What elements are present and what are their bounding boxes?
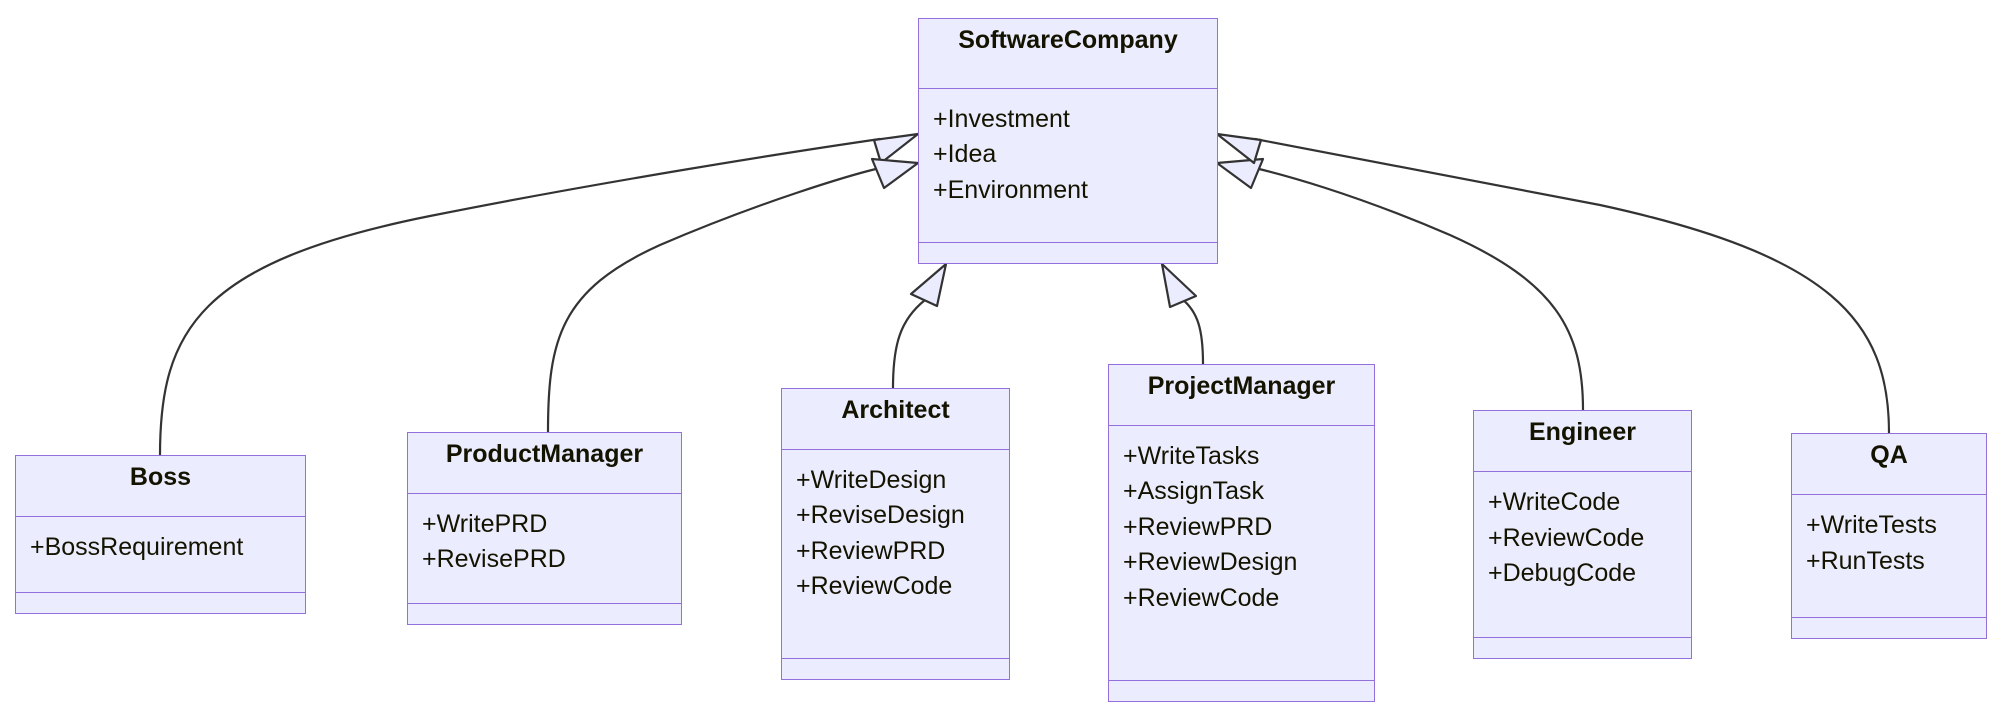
- class-name-architect: Architect: [782, 389, 1009, 450]
- class-methods-project-manager: [1109, 681, 1374, 701]
- class-attributes-qa: +WriteTests +RunTests: [1792, 495, 1986, 618]
- class-member: +ReviseDesign: [796, 501, 965, 530]
- class-box-engineer[interactable]: Engineer +WriteCode +ReviewCode +DebugCode: [1473, 410, 1692, 659]
- class-member: +BossRequirement: [30, 532, 244, 561]
- class-member: +ReviewPRD: [796, 536, 946, 565]
- class-member: +WriteDesign: [796, 465, 947, 494]
- class-member: +WriteTasks: [1123, 441, 1260, 470]
- class-name-product-manager: ProductManager: [408, 433, 681, 494]
- class-member: +DebugCode: [1488, 559, 1637, 587]
- class-attributes-project-manager: +WriteTasks +AssignTask +ReviewPRD +ReviewD…: [1109, 426, 1374, 681]
- class-box-software-company[interactable]: SoftwareCompany +Investment +Idea +Environ…: [918, 18, 1218, 264]
- class-member: +Idea: [933, 140, 997, 169]
- class-attributes-software-company: +Investment +Idea +Environment: [919, 89, 1217, 243]
- class-methods-software-company: [919, 243, 1217, 263]
- class-methods-architect: [782, 659, 1009, 679]
- class-name-boss: Boss: [16, 456, 305, 517]
- class-box-boss[interactable]: Boss +BossRequirement: [15, 455, 306, 614]
- class-methods-product-manager: [408, 604, 681, 624]
- class-box-product-manager[interactable]: ProductManager +WritePRD +RevisePRD: [407, 432, 682, 625]
- class-name-engineer: Engineer: [1474, 411, 1691, 472]
- class-member: +AssignTask: [1123, 477, 1265, 506]
- edge-architect-to-softwarecompany: [891, 262, 948, 390]
- class-member: +ReviewDesign: [1123, 548, 1298, 577]
- class-member: +RunTests: [1806, 546, 1925, 575]
- class-box-architect[interactable]: Architect +WriteDesign +ReviseDesign +Revi…: [781, 388, 1010, 680]
- class-box-qa[interactable]: QA +WriteTests +RunTests: [1791, 433, 1987, 639]
- class-member: +WriteCode: [1488, 488, 1621, 516]
- class-member: +ReviewCode: [1123, 583, 1280, 612]
- class-name-project-manager: ProjectManager: [1109, 365, 1374, 426]
- class-name-software-company: SoftwareCompany: [919, 19, 1217, 89]
- class-member: +Investment: [933, 104, 1070, 133]
- class-attributes-engineer: +WriteCode +ReviewCode +DebugCode: [1474, 472, 1691, 638]
- class-member: +ReviewPRD: [1123, 512, 1273, 541]
- class-member: +Environment: [933, 175, 1088, 204]
- class-member: +WritePRD: [422, 509, 548, 538]
- class-member: +RevisePRD: [422, 545, 566, 574]
- class-methods-qa: [1792, 618, 1986, 638]
- class-attributes-boss: +BossRequirement: [16, 517, 305, 593]
- class-member: +WriteTests: [1806, 511, 1937, 539]
- class-member: +ReviewCode: [1488, 523, 1645, 552]
- class-member: +ReviewCode: [796, 572, 953, 601]
- class-methods-boss: [16, 593, 305, 613]
- class-attributes-product-manager: +WritePRD +RevisePRD: [408, 494, 681, 604]
- class-methods-engineer: [1474, 638, 1691, 658]
- class-name-qa: QA: [1792, 434, 1986, 495]
- class-attributes-architect: +WriteDesign +ReviseDesign +ReviewPRD +Revi…: [782, 450, 1009, 659]
- class-box-project-manager[interactable]: ProjectManager +WriteTasks +AssignTask +Re…: [1108, 364, 1375, 702]
- edge-projectmanager-to-softwarecompany: [1160, 262, 1205, 366]
